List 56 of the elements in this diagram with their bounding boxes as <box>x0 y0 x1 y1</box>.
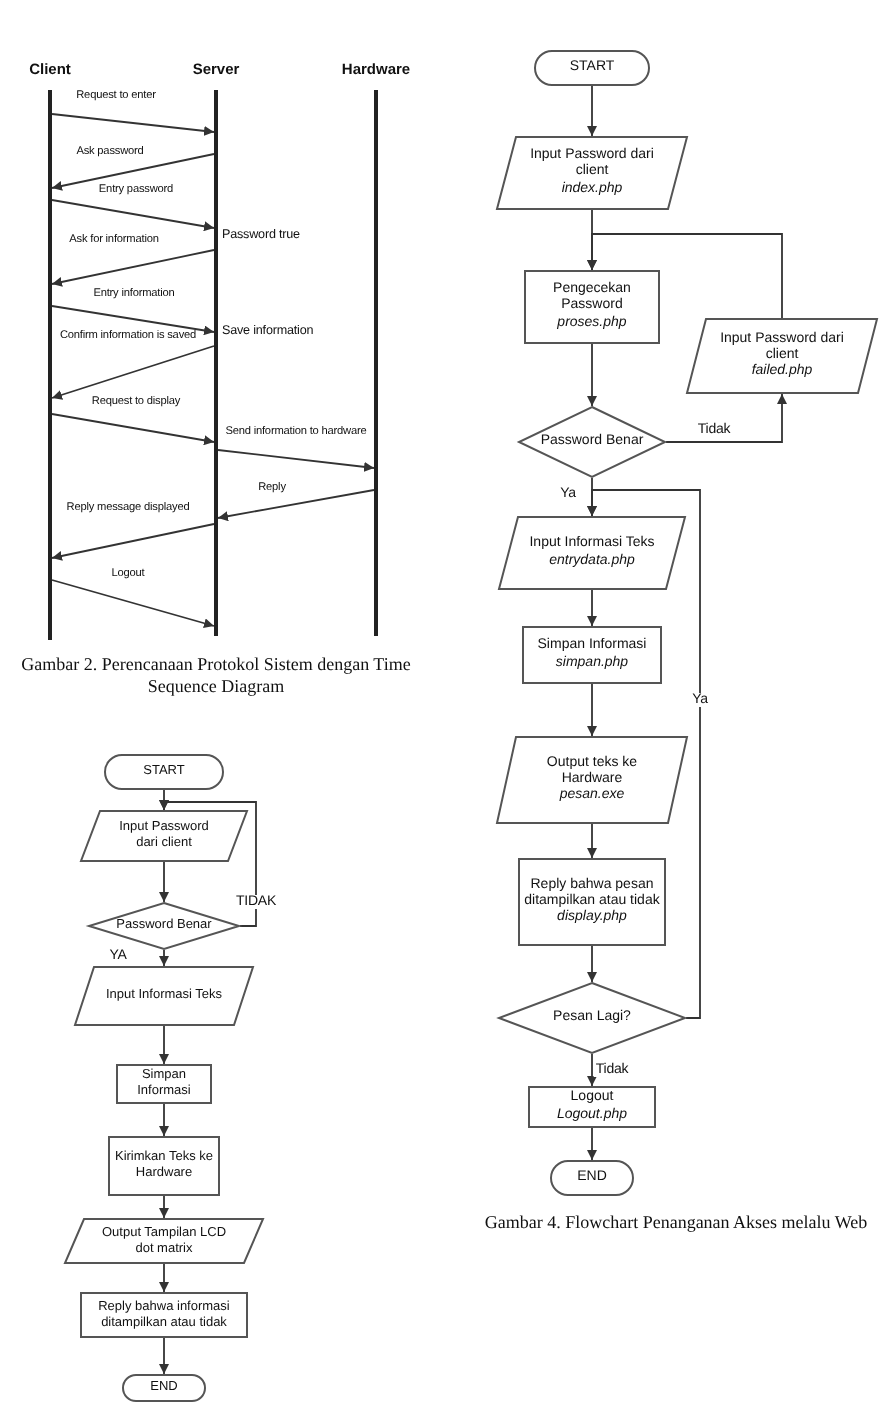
process-box <box>116 1064 212 1104</box>
arrow <box>587 589 597 627</box>
process-box <box>524 270 660 344</box>
arrow <box>587 1053 597 1087</box>
process-box <box>518 858 666 946</box>
arrow <box>159 1025 169 1065</box>
input-output-parallelogram <box>80 810 248 862</box>
arrow <box>159 1337 169 1375</box>
decision-diamond <box>88 902 240 950</box>
input-output-parallelogram <box>498 516 686 590</box>
process-box <box>80 1292 248 1338</box>
figure-caption: Gambar 2. Perencanaan Protokol Sistem dengan Time Sequence Diagram <box>19 654 413 699</box>
arrow <box>51 345 215 400</box>
arrow <box>587 489 701 1019</box>
figure-caption: Gambar 4. Flowchart Penanganan Akses melalu Web <box>482 1212 870 1235</box>
input-output-parallelogram <box>496 736 688 824</box>
arrow <box>587 683 597 737</box>
arrow <box>159 800 257 927</box>
arrow <box>51 153 215 191</box>
arrow <box>51 113 215 136</box>
arrow <box>51 249 215 287</box>
terminator <box>104 754 224 790</box>
arrow <box>587 233 783 319</box>
terminator <box>534 50 650 86</box>
process-box <box>528 1086 656 1128</box>
arrow <box>51 413 215 446</box>
arrow <box>665 393 787 443</box>
lifeline <box>374 90 378 636</box>
process-box <box>522 626 662 684</box>
arrow <box>51 199 215 232</box>
arrow <box>51 305 215 336</box>
lifeline <box>214 90 218 636</box>
arrow <box>51 523 215 561</box>
process-box <box>108 1136 220 1196</box>
input-output-parallelogram <box>686 318 878 394</box>
arrow <box>587 823 597 859</box>
decision-diamond <box>498 982 686 1054</box>
arrow <box>159 1103 169 1137</box>
arrow <box>587 85 597 137</box>
arrow <box>159 1195 169 1219</box>
lifeline <box>48 90 52 640</box>
arrow <box>587 945 597 983</box>
decision-diamond <box>518 406 666 478</box>
input-output-parallelogram <box>64 1218 264 1264</box>
arrow <box>159 949 169 967</box>
arrow <box>587 343 597 407</box>
terminator <box>122 1374 206 1402</box>
input-output-parallelogram <box>496 136 688 210</box>
arrow <box>587 1127 597 1161</box>
arrow <box>159 1263 169 1293</box>
arrow <box>51 579 215 629</box>
arrow <box>217 449 375 472</box>
input-output-parallelogram <box>74 966 254 1026</box>
arrow <box>217 489 375 522</box>
arrow <box>159 861 169 903</box>
terminator <box>550 1160 634 1196</box>
